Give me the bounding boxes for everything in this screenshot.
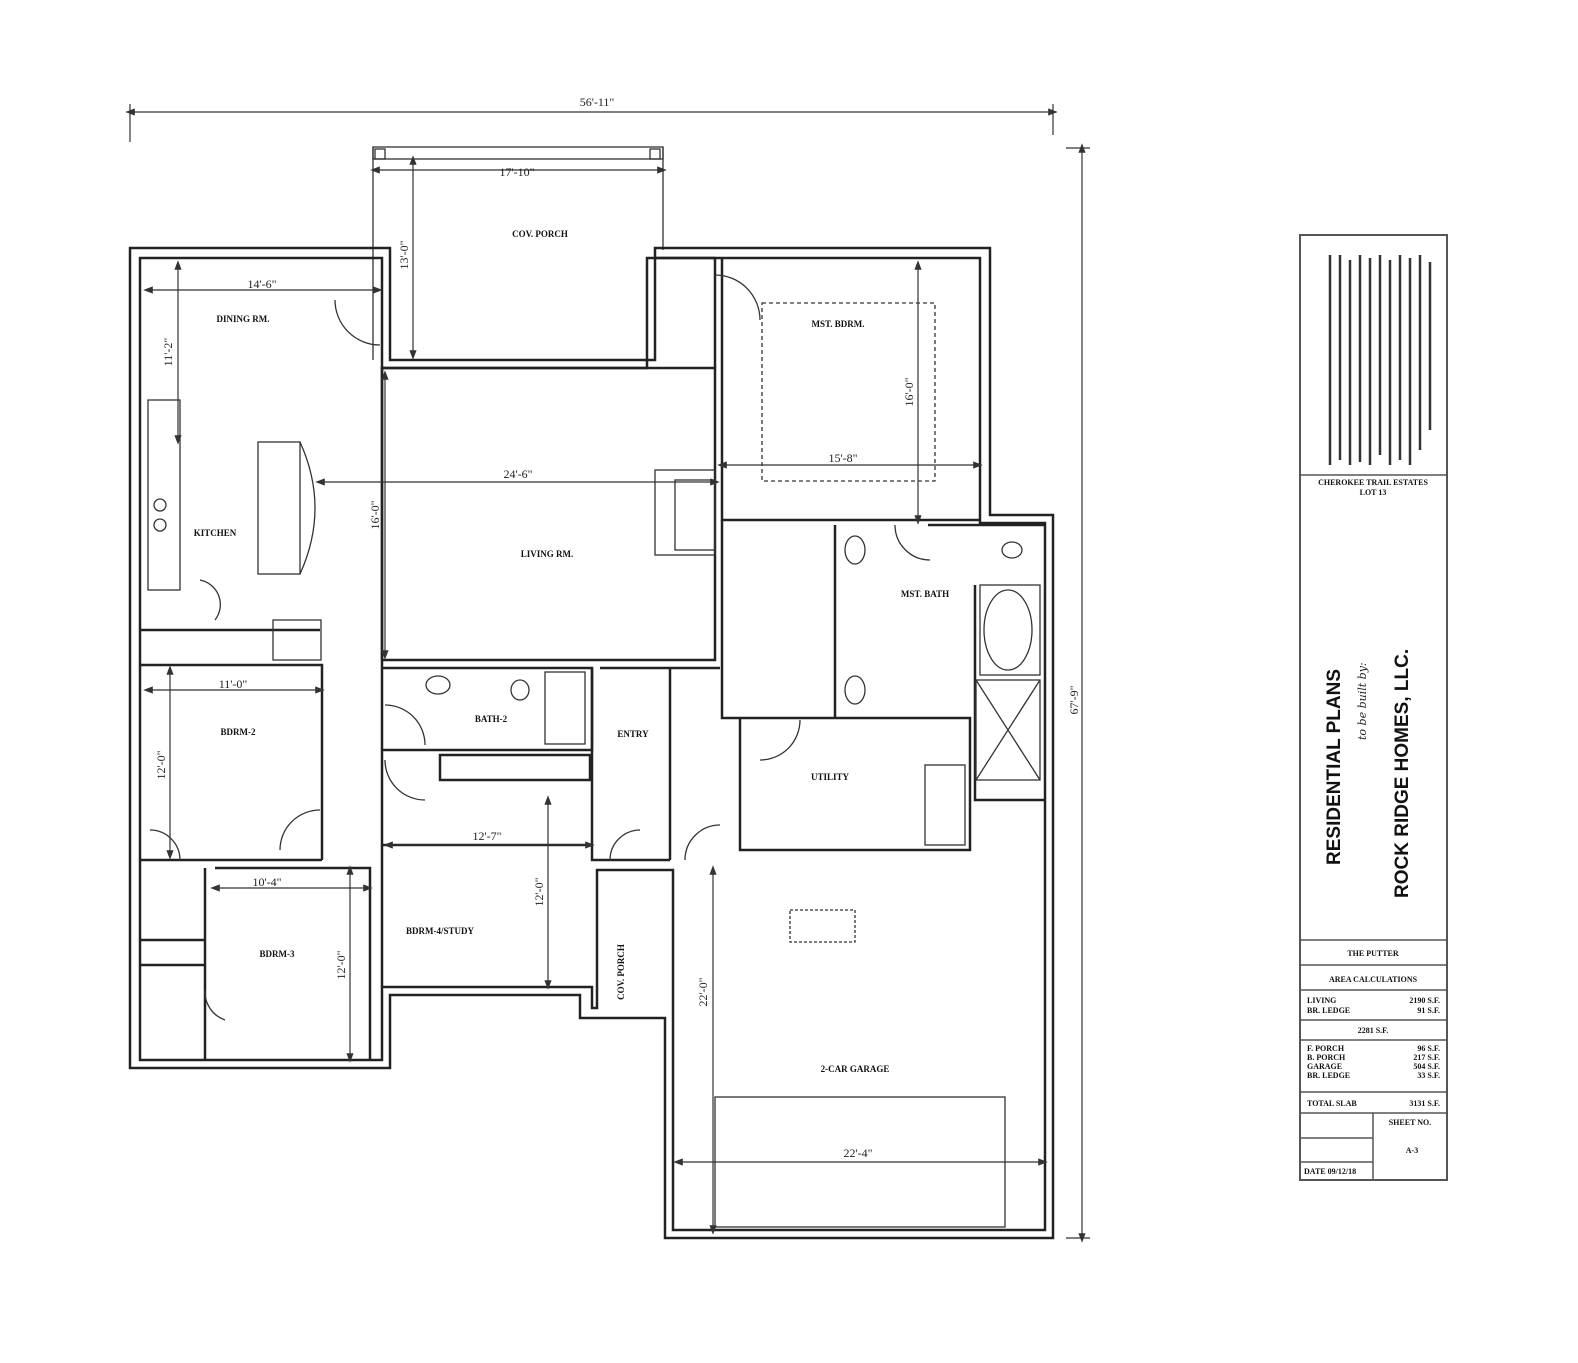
- area-subtotal: 2281 S.F.: [1358, 1026, 1389, 1035]
- lot-number: LOT 13: [1360, 488, 1387, 497]
- dim-master-width: 15'-8": [828, 451, 857, 465]
- area-value: 217 S.F.: [1413, 1053, 1440, 1062]
- general-notes: [1328, 255, 1432, 465]
- sheet-number: A-3: [1406, 1146, 1418, 1155]
- built-by-text: to be built by:: [1356, 662, 1369, 740]
- area-label: GARAGE: [1307, 1062, 1342, 1071]
- room-master-bedroom: MST. BDRM.: [811, 319, 864, 329]
- dim-dining-width: 14'-6": [247, 277, 276, 291]
- room-bedroom2: BDRM-2: [221, 727, 256, 737]
- door-swing: [334, 299, 381, 346]
- title-block: CHEROKEE TRAIL ESTATES LOT 13 RESIDENTIA…: [1299, 234, 1448, 1181]
- builder-name: ROCK RIDGE HOMES, LLC.: [1392, 649, 1413, 898]
- dimension-labels: 17'-10" 13'-0" 14'-6" 11'-2" 24'-6" 16'-…: [154, 165, 916, 1160]
- kitchen-island: [257, 441, 301, 575]
- attic-access: [789, 909, 856, 943]
- sink-icon: [153, 498, 167, 512]
- kitchen-counter: [147, 399, 181, 591]
- pantry: [272, 619, 322, 661]
- dim-bed2-depth: 12'-0": [154, 750, 168, 779]
- toilet-bath2: [510, 679, 530, 701]
- dim-master-depth: 16'-0": [902, 377, 916, 406]
- dim-living-depth: 16'-0": [368, 500, 382, 529]
- dim-living-width: 24'-6": [503, 467, 532, 481]
- area-value: 504 S.F.: [1413, 1062, 1440, 1071]
- dim-bed4-depth: 12'-0": [532, 877, 546, 906]
- area-value: 2190 S.F.: [1409, 996, 1440, 1005]
- overall-depth-label: 67'-9": [1067, 685, 1081, 714]
- dim-bed2-width: 11'-0": [219, 677, 248, 691]
- room-master-bath: MST. BATH: [901, 589, 949, 599]
- room-bedroom4: BDRM-4/STUDY: [406, 926, 475, 936]
- area-label: F. PORCH: [1307, 1044, 1345, 1053]
- overall-width-dimension: 56'-11": [125, 95, 1058, 142]
- utility-cabinets: [924, 764, 966, 846]
- room-dimension-lines: [143, 260, 1048, 1235]
- area-value: 96 S.F.: [1417, 1044, 1440, 1053]
- sink-master-2: [844, 675, 866, 705]
- room-dining: DINING RM.: [217, 314, 270, 324]
- room-cov-porch-side: COV. PORCH: [616, 944, 626, 1000]
- sheet-label: SHEET NO.: [1389, 1118, 1432, 1127]
- dim-porch-depth: 13'-0": [397, 240, 411, 269]
- room-garage: 2-CAR GARAGE: [821, 1064, 890, 1074]
- area-value: 91 S.F.: [1417, 1006, 1440, 1015]
- room-utility: UTILITY: [811, 772, 850, 782]
- shower: [975, 679, 1041, 781]
- area-value: 33 S.F.: [1417, 1071, 1440, 1080]
- bathtub: [979, 584, 1041, 676]
- dim-bed3-depth: 12'-0": [334, 950, 348, 979]
- room-bath2: BATH-2: [475, 714, 508, 724]
- plan-name: THE PUTTER: [1347, 949, 1399, 958]
- dim-garage-width: 22'-4": [843, 1146, 872, 1160]
- tub-bath2: [544, 671, 586, 745]
- dim-bed4-width: 12'-7": [472, 829, 501, 843]
- dim-garage-depth: 22'-0": [696, 977, 710, 1006]
- area-label: BR. LEDGE: [1307, 1006, 1350, 1015]
- room-cov-porch-front: COV. PORCH: [512, 229, 568, 239]
- plans-heading: RESIDENTIAL PLANS: [1324, 669, 1345, 865]
- area-label: LIVING: [1307, 996, 1336, 1005]
- area-label: B. PORCH: [1307, 1053, 1346, 1062]
- dim-dining-depth: 11'-2": [161, 338, 175, 367]
- overall-width-label: 56'-11": [580, 95, 615, 109]
- sink-master-1: [844, 535, 866, 565]
- sink-bath2: [425, 675, 451, 695]
- front-porch: [370, 146, 667, 360]
- area-label: BR. LEDGE: [1307, 1071, 1350, 1080]
- bed-outline: [761, 302, 936, 482]
- room-kitchen: KITCHEN: [194, 528, 237, 538]
- room-labels: COV. PORCH DINING RM. KITCHEN LIVING RM.…: [194, 229, 949, 1074]
- total-value: 3131 S.F.: [1409, 1099, 1440, 1108]
- room-entry: ENTRY: [617, 729, 649, 739]
- dim-porch-width: 17'-10": [499, 165, 534, 179]
- overall-depth-dimension: 67'-9": [1066, 143, 1090, 1243]
- plan-date: DATE 09/12/18: [1304, 1167, 1356, 1176]
- subdivision-name: CHEROKEE TRAIL ESTATES: [1318, 478, 1428, 487]
- area-title: AREA CALCULATIONS: [1329, 975, 1418, 984]
- fireplace: [654, 469, 716, 556]
- dim-bed3-width: 10'-4": [252, 875, 281, 889]
- room-living: LIVING RM.: [521, 549, 574, 559]
- fixtures: [147, 274, 1041, 1228]
- toilet-master: [1001, 541, 1023, 559]
- total-label: TOTAL SLAB: [1307, 1099, 1357, 1108]
- room-bedroom3: BDRM-3: [260, 949, 295, 959]
